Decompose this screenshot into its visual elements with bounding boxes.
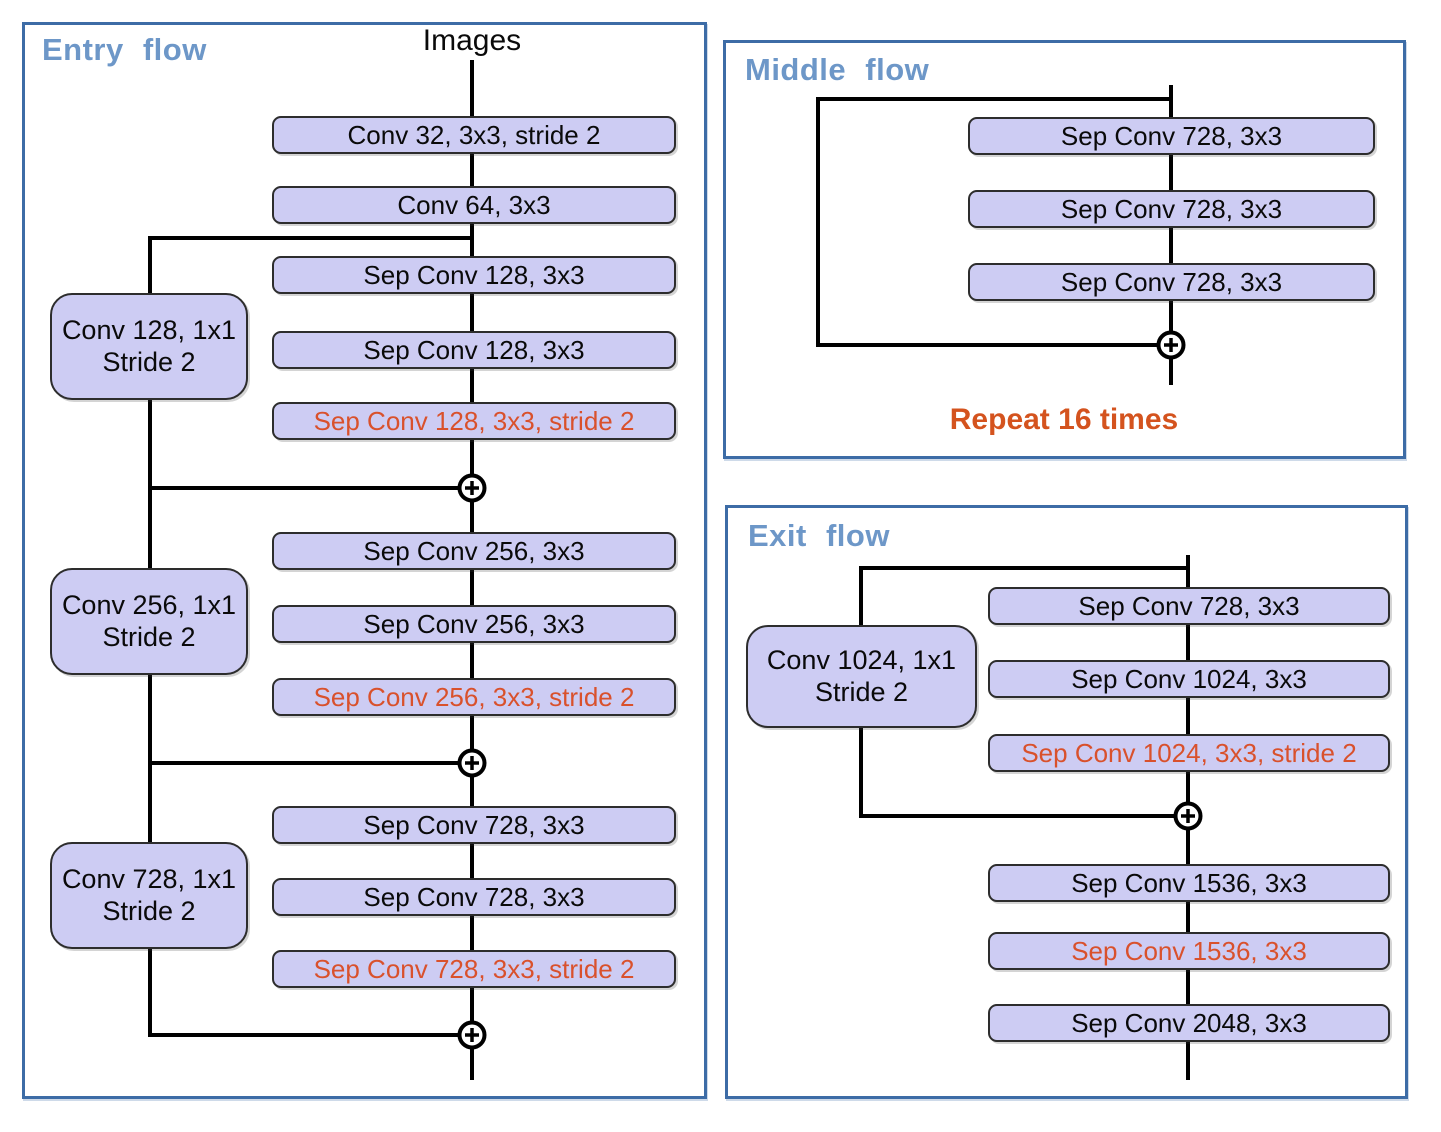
- node-exit-sepconv-1024-3x3: Sep Conv 1024, 3x3: [988, 660, 1390, 698]
- node-exit-sepconv-728-3x3: Sep Conv 728, 3x3: [988, 587, 1390, 625]
- add-icon: [457, 473, 487, 503]
- node-conv-256-1x1-stride-2: Conv 256, 1x1 Stride 2: [50, 568, 248, 675]
- add-icon: [457, 1020, 487, 1050]
- node-sepconv-128-3x3-stride-2: Sep Conv 128, 3x3, stride 2: [272, 402, 676, 440]
- entry-flow-title: Entry flow: [42, 32, 207, 67]
- repeat-annotation: Repeat 16 times: [949, 403, 1179, 436]
- side-node-line1: Conv 728, 1x1: [61, 863, 237, 894]
- side-node-line1: Conv 128, 1x1: [61, 314, 237, 345]
- middle-skip-rail: [816, 97, 1171, 347]
- images-input-label: Images: [422, 24, 522, 57]
- node-conv-728-1x1-stride-2: Conv 728, 1x1 Stride 2: [50, 842, 248, 949]
- node-sepconv-128-3x3-b: Sep Conv 128, 3x3: [272, 331, 676, 369]
- exit-flow-title: Exit flow: [748, 518, 890, 553]
- node-exit-sepconv-2048-3x3: Sep Conv 2048, 3x3: [988, 1004, 1390, 1042]
- node-mid-sepconv-728-3x3-b: Sep Conv 728, 3x3: [968, 190, 1375, 228]
- node-sepconv-728-3x3-a: Sep Conv 728, 3x3: [272, 806, 676, 844]
- node-conv-64-3x3: Conv 64, 3x3: [272, 186, 676, 224]
- add-icon: [1156, 330, 1186, 360]
- node-sepconv-256-3x3-b: Sep Conv 256, 3x3: [272, 605, 676, 643]
- node-conv-32-3x3-stride-2: Conv 32, 3x3, stride 2: [272, 116, 676, 154]
- add-icon: [1173, 801, 1203, 831]
- side-node-line1: Conv 256, 1x1: [61, 589, 237, 620]
- node-exit-sepconv-1024-3x3-stride-2: Sep Conv 1024, 3x3, stride 2: [988, 734, 1390, 772]
- middle-flow-title: Middle flow: [745, 52, 930, 87]
- node-conv-128-1x1-stride-2: Conv 128, 1x1 Stride 2: [50, 293, 248, 400]
- node-sepconv-128-3x3-a: Sep Conv 128, 3x3: [272, 256, 676, 294]
- add-icon: [457, 748, 487, 778]
- node-sepconv-728-3x3-b: Sep Conv 728, 3x3: [272, 878, 676, 916]
- middle-flow-panel: [723, 40, 1406, 459]
- node-sepconv-728-3x3-stride-2: Sep Conv 728, 3x3, stride 2: [272, 950, 676, 988]
- node-exit-sepconv-1536-3x3-b: Sep Conv 1536, 3x3: [988, 932, 1390, 970]
- node-conv-1024-1x1-stride-2: Conv 1024, 1x1 Stride 2: [746, 625, 977, 728]
- side-node-line1: Conv 1024, 1x1: [766, 644, 957, 675]
- side-node-line2: Stride 2: [102, 346, 196, 377]
- node-sepconv-256-3x3-a: Sep Conv 256, 3x3: [272, 532, 676, 570]
- node-mid-sepconv-728-3x3-a: Sep Conv 728, 3x3: [968, 117, 1375, 155]
- side-node-line2: Stride 2: [814, 676, 909, 707]
- side-node-line2: Stride 2: [102, 895, 196, 926]
- node-mid-sepconv-728-3x3-c: Sep Conv 728, 3x3: [968, 263, 1375, 301]
- node-exit-sepconv-1536-3x3-a: Sep Conv 1536, 3x3: [988, 864, 1390, 902]
- node-sepconv-256-3x3-stride-2: Sep Conv 256, 3x3, stride 2: [272, 678, 676, 716]
- side-node-line2: Stride 2: [102, 621, 196, 652]
